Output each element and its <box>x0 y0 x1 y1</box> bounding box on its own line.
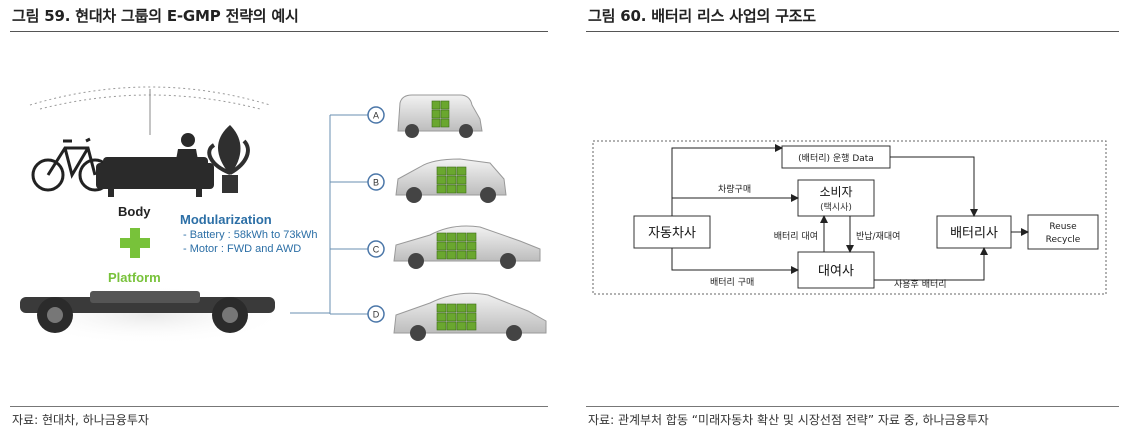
plant-icon <box>207 125 250 193</box>
car-b-image <box>395 158 507 203</box>
platform-label: Platform <box>108 270 161 285</box>
node-reuse-recycle <box>1027 214 1099 250</box>
sofa-icon <box>96 133 214 197</box>
left-source-rule <box>10 406 548 407</box>
right-source-rule <box>586 406 1119 407</box>
bicycle-icon <box>31 137 112 192</box>
left-source-note: 자료: 현대차, 하나금융투자 <box>12 413 149 427</box>
right-figure-title: 그림 60. 배터리 리스 사업의 구조도 <box>588 7 816 25</box>
car-c-image <box>393 225 541 269</box>
variant-bracket <box>290 114 368 315</box>
edge-used-battery <box>874 247 988 281</box>
reuse-label: Reuse <box>1049 222 1077 232</box>
lessor-label: 대여사 <box>818 264 854 279</box>
car-d-image <box>393 292 547 341</box>
used-battery-label: 사용후 배터리 <box>894 279 947 290</box>
variant-c-label: C <box>373 245 380 255</box>
edge-battery-purchase <box>671 248 799 274</box>
automaker-label: 자동차사 <box>648 226 696 241</box>
egmp-illustration: Body Platform Modularization - Battery :… <box>0 75 550 375</box>
plus-icon <box>120 228 150 258</box>
diagram-frame <box>592 140 1107 295</box>
platform-chassis-image <box>10 285 290 345</box>
consumer-sub-label: (택시사) <box>820 202 852 213</box>
edge-car-purchase <box>671 194 799 216</box>
consumer-label: 소비자 <box>819 185 852 199</box>
variant-d-label: D <box>373 310 380 320</box>
node-automaker <box>633 215 711 249</box>
battery-purchase-label: 배터리 구매 <box>710 277 754 288</box>
modularization-battery: - Battery : 58kWh to 73kWh <box>183 229 318 241</box>
left-figure-title: 그림 59. 현대차 그룹의 E-GMP 전략의 예시 <box>12 7 299 25</box>
recycle-label: Recycle <box>1046 235 1081 245</box>
car-a-image <box>397 94 483 138</box>
battery-co-label: 배터리사 <box>950 226 998 241</box>
left-title-rule <box>10 31 548 32</box>
return-rerent-label: 반납/재대여 <box>856 230 900 242</box>
right-title-rule <box>586 31 1119 32</box>
body-label: Body <box>118 204 151 219</box>
car-purchase-label: 차량구매 <box>718 183 751 195</box>
lamp-decoration <box>29 86 271 135</box>
modularization-heading: Modularization <box>180 212 272 227</box>
battery-rental-label: 배터리 대여 <box>774 230 818 242</box>
battery-lease-diagram: (배터리) 운행 Data 자동차사 소비자 (택시사) 대여사 배터리사 Re… <box>592 140 1108 296</box>
edge-data-to-battery-co <box>890 156 978 217</box>
modularization-motor: - Motor : FWD and AWD <box>183 243 301 255</box>
variant-b-label: B <box>373 178 379 188</box>
node-consumer <box>797 179 875 217</box>
node-lessor <box>797 251 875 289</box>
right-source-note: 자료: 관계부처 합동 “미래자동차 확산 및 시장선점 전략” 자료 중, 하… <box>588 413 989 427</box>
variant-a-label: A <box>373 111 379 121</box>
data-label: (배터리) 운행 Data <box>798 152 874 164</box>
edge-automaker-to-data <box>671 144 783 216</box>
